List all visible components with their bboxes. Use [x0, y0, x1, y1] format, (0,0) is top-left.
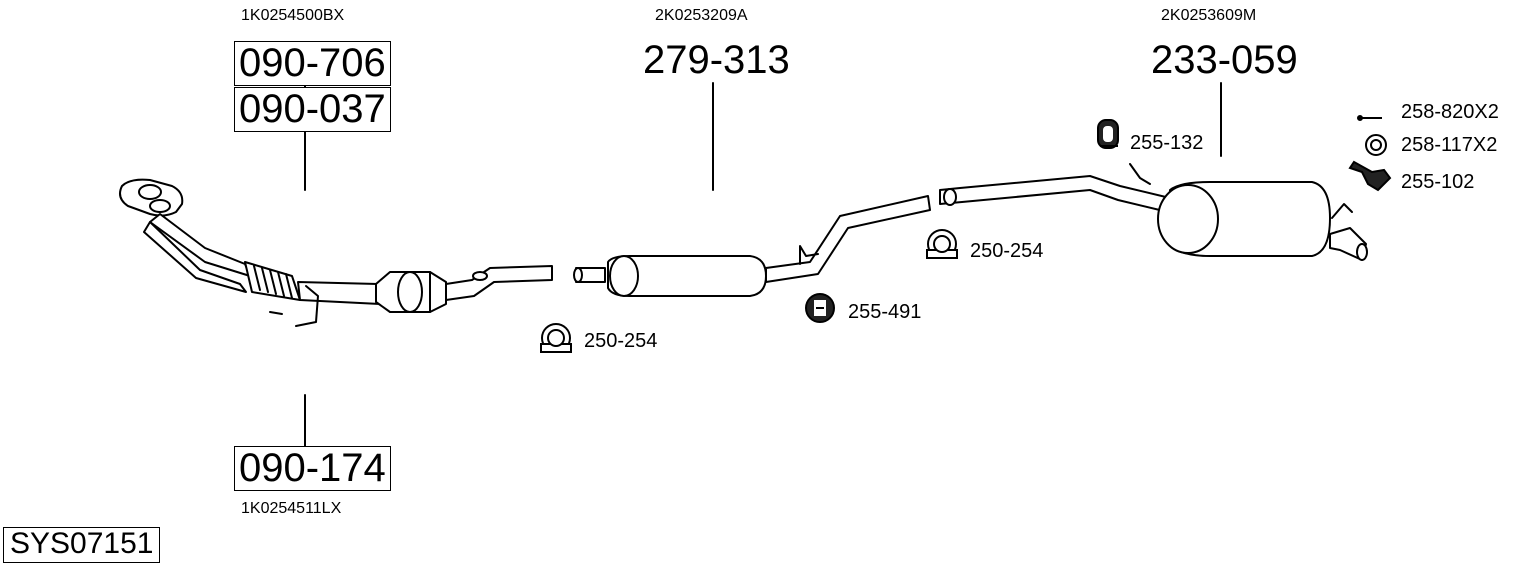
rear-hanger-wire: [1331, 203, 1353, 219]
rubber-mount-icon-1: [805, 293, 835, 323]
bolt-icon: [1357, 115, 1382, 121]
rubber-mount-icon-2: [1097, 119, 1119, 149]
front-hanger-wire: [269, 285, 319, 327]
accessory-label-bracket[interactable]: 255-102: [1401, 171, 1475, 193]
catalytic-converter: [375, 271, 447, 313]
accessory-label-rubber-mount-1[interactable]: 255-491: [848, 301, 922, 323]
accessory-label-clamp-2[interactable]: 250-254: [970, 240, 1044, 262]
accessory-label-clamp-1[interactable]: 250-254: [584, 330, 658, 352]
front-pipe-flange: [119, 178, 184, 217]
middle-pipe-outlet: [765, 195, 931, 283]
oe-number-rear: 2K0253609M: [1161, 7, 1257, 24]
front-pipe-section: [297, 281, 381, 305]
oe-number-front-top: 1K0254500BX: [241, 7, 345, 24]
system-code-label: SYS07151: [3, 527, 161, 563]
flex-pipe: [244, 261, 301, 301]
middle-hanger-wire: [799, 245, 819, 265]
rear-pipe: [939, 163, 1197, 215]
part-number-279-313[interactable]: 279-313: [643, 38, 790, 82]
oe-number-front-bottom: 1K0254511LX: [241, 500, 342, 517]
bracket-icon: [1348, 160, 1392, 192]
middle-pipe-inlet: [573, 267, 606, 283]
accessory-label-rubber-mount-2[interactable]: 255-132: [1130, 132, 1204, 154]
clamp-icon-1: [540, 323, 572, 353]
part-number-233-059[interactable]: 233-059: [1151, 38, 1298, 82]
middle-silencer-body: [607, 255, 767, 297]
part-number-090-037[interactable]: 090-037: [234, 87, 391, 132]
part-number-090-706[interactable]: 090-706: [234, 41, 391, 86]
clamp-icon-2: [926, 229, 958, 259]
rear-silencer-body: [1157, 181, 1331, 257]
accessory-label-bolt[interactable]: 258-820X2: [1401, 101, 1499, 123]
accessory-label-ring[interactable]: 258-117X2: [1401, 134, 1498, 156]
part-number-090-174[interactable]: 090-174: [234, 446, 391, 491]
cat-outlet-pipe: [445, 265, 553, 301]
oe-number-middle: 2K0253209A: [655, 7, 748, 24]
front-pipe-tube-lower: [143, 221, 247, 293]
ring-icon: [1365, 134, 1387, 156]
